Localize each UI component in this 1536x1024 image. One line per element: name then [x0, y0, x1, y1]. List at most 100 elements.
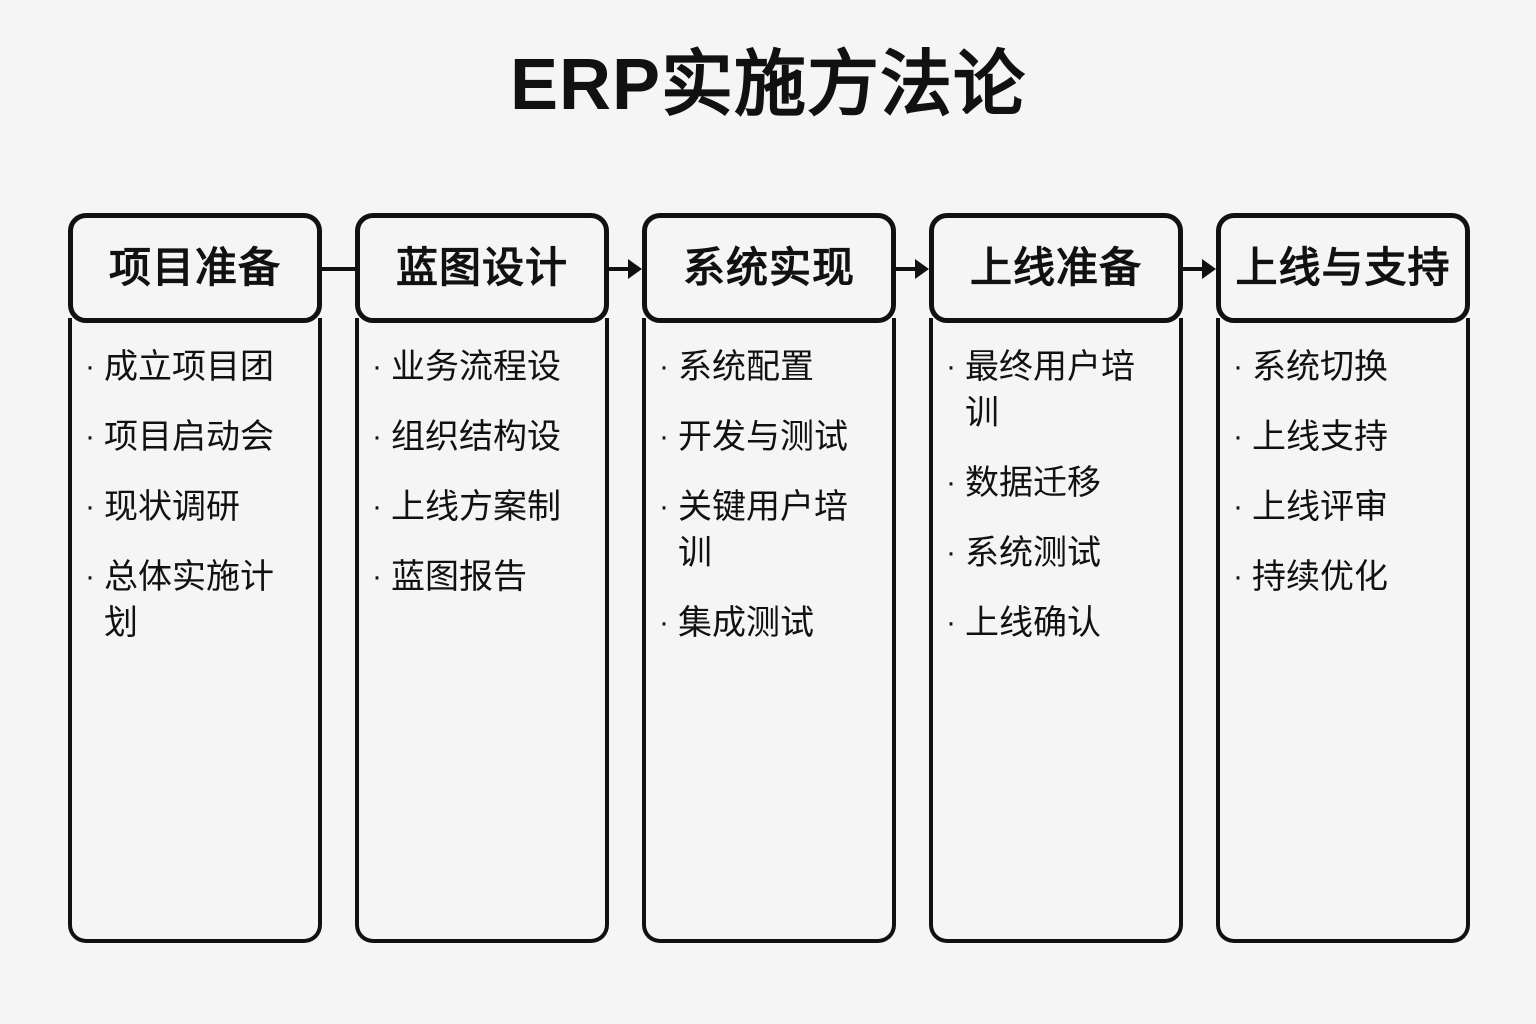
- list-item[interactable]: · 开发与测试: [656, 414, 878, 460]
- list-item-label: 系统测试: [965, 534, 1101, 572]
- stage-header-label-4: 上线准备: [969, 244, 1142, 291]
- stage-header-label-1: 项目准备: [108, 244, 281, 291]
- connector-arrow-2-3: [609, 259, 642, 279]
- bullet-icon: ·: [1233, 560, 1243, 593]
- bullet-icon: ·: [946, 606, 956, 639]
- list-item[interactable]: · 上线评审: [1230, 484, 1452, 530]
- arrow-right-icon: [1202, 259, 1216, 279]
- list-item-label: 系统切换: [1252, 348, 1388, 386]
- list-item-label: 项目启动会: [104, 418, 274, 456]
- stage-body-1: · 成立项目团 · 项目启动会 · 现状调研 · 总体实施计划: [68, 318, 322, 943]
- bullet-icon: ·: [1233, 490, 1243, 523]
- list-item[interactable]: · 成立项目团: [82, 344, 304, 390]
- bullet-icon: ·: [659, 606, 669, 639]
- list-item[interactable]: · 项目启动会: [82, 414, 304, 460]
- page-title: ERP实施方法论: [509, 45, 1027, 125]
- list-item[interactable]: · 上线支持: [1230, 414, 1452, 460]
- bullet-icon: ·: [659, 420, 669, 453]
- bullet-icon: ·: [85, 560, 95, 593]
- list-item-label: 业务流程设: [391, 348, 561, 386]
- connector-line-segment: [609, 267, 629, 271]
- item-list-5: · 系统切换 · 上线支持 · 上线评审 · 持续优化: [1230, 344, 1452, 600]
- list-item-label: 组织结构设: [391, 418, 561, 456]
- list-item[interactable]: · 总体实施计划: [82, 554, 304, 646]
- list-item[interactable]: · 持续优化: [1230, 554, 1452, 600]
- list-item-label: 系统配置: [678, 348, 814, 386]
- flow-diagram: 项目准备 · 成立项目团 · 项目启动会 · 现状调研: [68, 213, 1470, 943]
- stage-column-2: 蓝图设计 · 业务流程设 · 组织结构设 · 上线方案制: [355, 213, 609, 943]
- bullet-icon: ·: [85, 490, 95, 523]
- bullet-icon: ·: [372, 420, 382, 453]
- list-item[interactable]: · 最终用户培训: [943, 344, 1165, 436]
- bullet-icon: ·: [1233, 350, 1243, 383]
- bullet-icon: ·: [85, 350, 95, 383]
- bullet-icon: ·: [85, 420, 95, 453]
- arrow-right-icon: [915, 259, 929, 279]
- connector-line-segment: [322, 267, 355, 271]
- list-item[interactable]: · 上线确认: [943, 600, 1165, 646]
- list-item-label: 持续优化: [1252, 558, 1388, 596]
- stage-header-1[interactable]: 项目准备: [68, 213, 322, 323]
- connector-arrow-4-5: [1183, 259, 1216, 279]
- stage-header-3[interactable]: 系统实现: [642, 213, 896, 323]
- stage-header-label-3: 系统实现: [682, 244, 855, 291]
- bullet-icon: ·: [659, 350, 669, 383]
- stage-body-3: · 系统配置 · 开发与测试 · 关键用户培训 · 集成测试: [642, 318, 896, 943]
- list-item[interactable]: · 上线方案制: [369, 484, 591, 530]
- list-item-label: 数据迁移: [965, 464, 1101, 502]
- list-item-label: 现状调研: [104, 488, 240, 526]
- connector-gap-3: [896, 213, 929, 943]
- list-item-label: 上线确认: [965, 604, 1101, 642]
- item-list-1: · 成立项目团 · 项目启动会 · 现状调研 · 总体实施计划: [82, 344, 304, 646]
- stage-body-4: · 最终用户培训 · 数据迁移 · 系统测试 · 上线确认: [929, 318, 1183, 943]
- bullet-icon: ·: [1233, 420, 1243, 453]
- list-item[interactable]: · 集成测试: [656, 600, 878, 646]
- list-item[interactable]: · 系统切换: [1230, 344, 1452, 390]
- item-list-2: · 业务流程设 · 组织结构设 · 上线方案制 · 蓝图报告: [369, 344, 591, 600]
- connector-gap-4: [1183, 213, 1216, 943]
- list-item-label: 总体实施计划: [104, 558, 274, 642]
- bullet-icon: ·: [946, 350, 956, 383]
- list-item[interactable]: · 现状调研: [82, 484, 304, 530]
- list-item-label: 集成测试: [678, 604, 814, 642]
- list-item-label: 开发与测试: [678, 418, 848, 456]
- list-item[interactable]: · 系统测试: [943, 530, 1165, 576]
- stage-body-5: · 系统切换 · 上线支持 · 上线评审 · 持续优化: [1216, 318, 1470, 943]
- list-item[interactable]: · 系统配置: [656, 344, 878, 390]
- bullet-icon: ·: [372, 560, 382, 593]
- connector-line-segment: [1183, 267, 1203, 271]
- stage-body-2: · 业务流程设 · 组织结构设 · 上线方案制 · 蓝图报告: [355, 318, 609, 943]
- connector-line-1-2: [322, 267, 355, 271]
- connector-gap-1: [322, 213, 355, 943]
- bullet-icon: ·: [946, 536, 956, 569]
- arrow-right-icon: [628, 259, 642, 279]
- stage-column-1: 项目准备 · 成立项目团 · 项目启动会 · 现状调研: [68, 213, 322, 943]
- bullet-icon: ·: [372, 350, 382, 383]
- list-item[interactable]: · 关键用户培训: [656, 484, 878, 576]
- connector-line-segment: [896, 267, 916, 271]
- list-item[interactable]: · 蓝图报告: [369, 554, 591, 600]
- connector-gap-2: [609, 213, 642, 943]
- list-item-label: 成立项目团: [104, 348, 274, 386]
- stage-column-3: 系统实现 · 系统配置 · 开发与测试 · 关键用户培训: [642, 213, 896, 943]
- list-item[interactable]: · 数据迁移: [943, 460, 1165, 506]
- list-item[interactable]: · 组织结构设: [369, 414, 591, 460]
- list-item-label: 上线支持: [1252, 418, 1388, 456]
- list-item[interactable]: · 业务流程设: [369, 344, 591, 390]
- list-item-label: 关键用户培训: [678, 488, 848, 572]
- stage-header-label-2: 蓝图设计: [395, 244, 568, 291]
- stage-header-5[interactable]: 上线与支持: [1216, 213, 1470, 323]
- list-item-label: 上线方案制: [391, 488, 561, 526]
- stage-header-2[interactable]: 蓝图设计: [355, 213, 609, 323]
- bullet-icon: ·: [372, 490, 382, 523]
- list-item-label: 蓝图报告: [391, 558, 527, 596]
- item-list-3: · 系统配置 · 开发与测试 · 关键用户培训 · 集成测试: [656, 344, 878, 646]
- stage-column-5: 上线与支持 · 系统切换 · 上线支持 · 上线评审: [1216, 213, 1470, 943]
- stage-column-4: 上线准备 · 最终用户培训 · 数据迁移 · 系统测试: [929, 213, 1183, 943]
- stage-header-4[interactable]: 上线准备: [929, 213, 1183, 323]
- bullet-icon: ·: [659, 490, 669, 523]
- stage-header-label-5: 上线与支持: [1235, 244, 1451, 291]
- list-item-label: 最终用户培训: [965, 348, 1135, 432]
- item-list-4: · 最终用户培训 · 数据迁移 · 系统测试 · 上线确认: [943, 344, 1165, 646]
